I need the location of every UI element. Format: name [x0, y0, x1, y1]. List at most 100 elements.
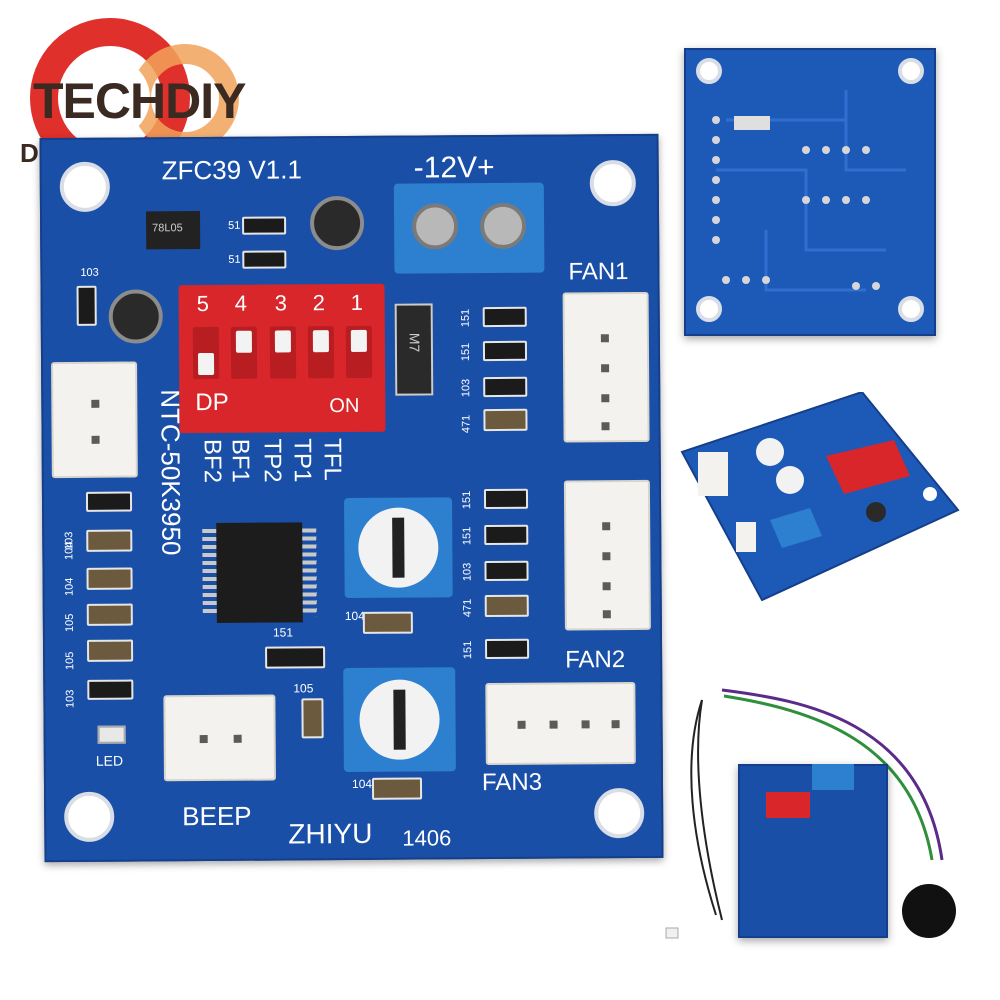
function-label: TP1	[288, 438, 316, 483]
fan2-connector	[563, 479, 651, 631]
smd-resistor	[484, 638, 530, 660]
resistor-code: 471	[461, 598, 474, 618]
function-label: BF2	[198, 438, 226, 484]
buzzer-icon	[902, 884, 956, 938]
maker-label: ZHIYU	[288, 817, 373, 850]
power-terminal-block	[393, 182, 545, 274]
board-kit-view	[662, 660, 982, 980]
resistor-code: 103	[80, 266, 99, 279]
smd-resistor	[86, 603, 133, 626]
smd-resistor	[484, 560, 529, 582]
smd-resistor	[85, 491, 133, 512]
logo-brand-text: TECHDIY	[33, 73, 246, 129]
mount-hole	[59, 161, 110, 213]
ntc-connector	[51, 361, 138, 479]
smd-resistor	[483, 376, 528, 398]
dip-toggle[interactable]	[345, 325, 373, 379]
wire-icon	[665, 688, 944, 939]
board-back-view	[684, 48, 936, 336]
smd-resistor	[482, 306, 527, 328]
smd-resistor	[483, 408, 528, 432]
resistor-code: 104	[63, 577, 76, 597]
ntc-label: NTC-50K3950	[155, 389, 187, 556]
smd-resistor	[242, 216, 287, 235]
main-pcb: ZFC39 V1.1 -12V+ 78L05 51 51 5 4 3 2 1 D…	[39, 133, 664, 863]
dip-toggle[interactable]	[192, 326, 220, 380]
board-angled-view	[676, 392, 976, 602]
mount-hole	[64, 791, 115, 843]
resistor-code: 103	[460, 378, 473, 398]
smd-resistor	[265, 646, 326, 669]
dip-switch[interactable]: 5 4 3 2 1 DP ON	[178, 283, 386, 434]
trimmer-potentiometer[interactable]	[344, 497, 453, 599]
smd-code: 51	[228, 253, 241, 266]
fan1-connector	[562, 291, 650, 443]
dip-number: 5	[196, 290, 209, 317]
resistor-code: 471	[460, 414, 473, 434]
fan2-label: FAN2	[565, 646, 626, 674]
mount-hole	[589, 160, 636, 207]
regulator-label: 78L05	[152, 222, 183, 235]
beep-label: BEEP	[182, 800, 252, 832]
resistor-code: 105	[64, 651, 77, 671]
resistor-code: 104	[63, 541, 76, 561]
dip-number: 2	[312, 290, 325, 316]
smd-resistor	[483, 488, 529, 510]
function-label: TFL	[318, 438, 346, 481]
smd-resistor	[86, 639, 134, 662]
dip-toggle[interactable]	[269, 326, 297, 379]
trimmer-dial-icon	[358, 507, 439, 588]
mini-dip	[766, 792, 810, 818]
smd-code: 51	[228, 219, 241, 232]
led-label: LED	[95, 752, 124, 769]
smd-resistor	[242, 250, 287, 269]
resistor-code: 103	[461, 562, 474, 582]
fan1-label: FAN1	[568, 258, 629, 286]
smd-code: 105	[293, 681, 314, 696]
mount-hole	[594, 787, 645, 839]
smd-capacitor	[301, 698, 324, 739]
smd-capacitor	[362, 611, 413, 634]
trimmer-potentiometer[interactable]	[343, 667, 456, 773]
terminal-screw-icon	[411, 203, 459, 250]
smd-resistor	[76, 285, 97, 326]
board-title: ZFC39 V1.1	[161, 154, 302, 186]
resistor-code: 151	[461, 526, 474, 546]
smd-capacitor	[371, 777, 423, 800]
dip-number: 1	[350, 289, 363, 316]
dip-toggle[interactable]	[307, 326, 335, 379]
beep-connector	[163, 694, 276, 782]
fan3-connector	[485, 682, 636, 766]
maker-code: 1406	[402, 825, 452, 851]
function-label: BF1	[226, 438, 254, 483]
resistor-code: 103	[64, 689, 77, 709]
smd-resistor	[86, 567, 133, 590]
voltage-regulator: 78L05	[145, 211, 201, 250]
diode-label: M7	[406, 332, 423, 353]
smd-resistor	[484, 594, 529, 618]
power-label: -12V+	[413, 150, 495, 185]
terminal-screw-icon	[479, 202, 527, 250]
resistor-code: 151	[460, 490, 474, 510]
dip-on-label: ON	[329, 394, 360, 418]
dip-number: 4	[234, 290, 247, 316]
resistor-code: 105	[63, 613, 76, 633]
fan3-label: FAN3	[481, 768, 543, 797]
smd-code: 151	[272, 625, 294, 640]
smd-resistor	[482, 340, 528, 362]
dip-toggle[interactable]	[230, 326, 258, 379]
smd-resistor	[484, 524, 529, 546]
mini-terminal	[812, 764, 854, 790]
smd-code: 104	[351, 776, 373, 792]
dip-dp-label: DP	[195, 388, 229, 417]
trimmer-dial-icon	[359, 679, 440, 760]
resistor-code: 151	[462, 640, 475, 660]
electrolytic-capacitor	[108, 289, 163, 344]
electrolytic-capacitor	[309, 195, 365, 251]
smd-resistor	[86, 529, 133, 552]
function-label: TP2	[258, 438, 286, 483]
diode: M7	[394, 303, 434, 396]
microcontroller-chip	[202, 522, 317, 623]
led-indicator	[97, 725, 126, 744]
pcb-traces-icon	[712, 90, 906, 292]
